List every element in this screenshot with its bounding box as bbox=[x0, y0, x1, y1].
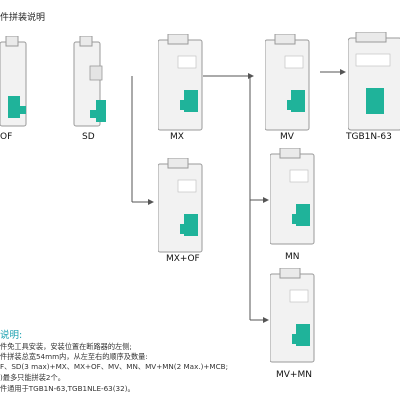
device-mx-of-label: MX+OF bbox=[166, 254, 200, 264]
device-mn-image bbox=[270, 148, 315, 245]
device-sd-image bbox=[73, 36, 106, 127]
device-mx-of-image bbox=[158, 158, 203, 253]
device-mx-label: MX bbox=[170, 132, 184, 142]
note-line-1: 件免工具安装，安装位置在断路器的左侧; bbox=[0, 342, 132, 351]
note-line-4: )最多只能拼装2个。 bbox=[0, 373, 65, 382]
device-of-label: OF bbox=[0, 132, 13, 142]
device-mv-mn-label: MV+MN bbox=[276, 370, 312, 380]
section-title: 件拼装说明 bbox=[0, 13, 46, 23]
device-mv-mn-image bbox=[270, 268, 315, 363]
device-tgb1n63-image bbox=[348, 32, 400, 131]
note-line-3: F、SD(3 max)+MX、MX+OF、MV、MN、MV+MN(2 Max.)… bbox=[0, 362, 229, 371]
device-mv-image bbox=[265, 34, 310, 131]
device-mn-label: MN bbox=[285, 252, 300, 262]
device-sd-label: SD bbox=[82, 132, 95, 142]
device-mv-label: MV bbox=[280, 132, 294, 142]
device-of-image bbox=[0, 36, 27, 127]
device-mx-image bbox=[158, 34, 203, 131]
notes-title: 说明: bbox=[0, 330, 23, 341]
note-line-2: 件拼装总宽54mm内，从左至右的顺序及数量: bbox=[0, 352, 148, 361]
device-tgb1n63-label: TGB1N-63 bbox=[346, 132, 392, 142]
note-line-5: 件通用于TGB1N-63,TGB1NLE-63(32)。 bbox=[0, 384, 135, 393]
